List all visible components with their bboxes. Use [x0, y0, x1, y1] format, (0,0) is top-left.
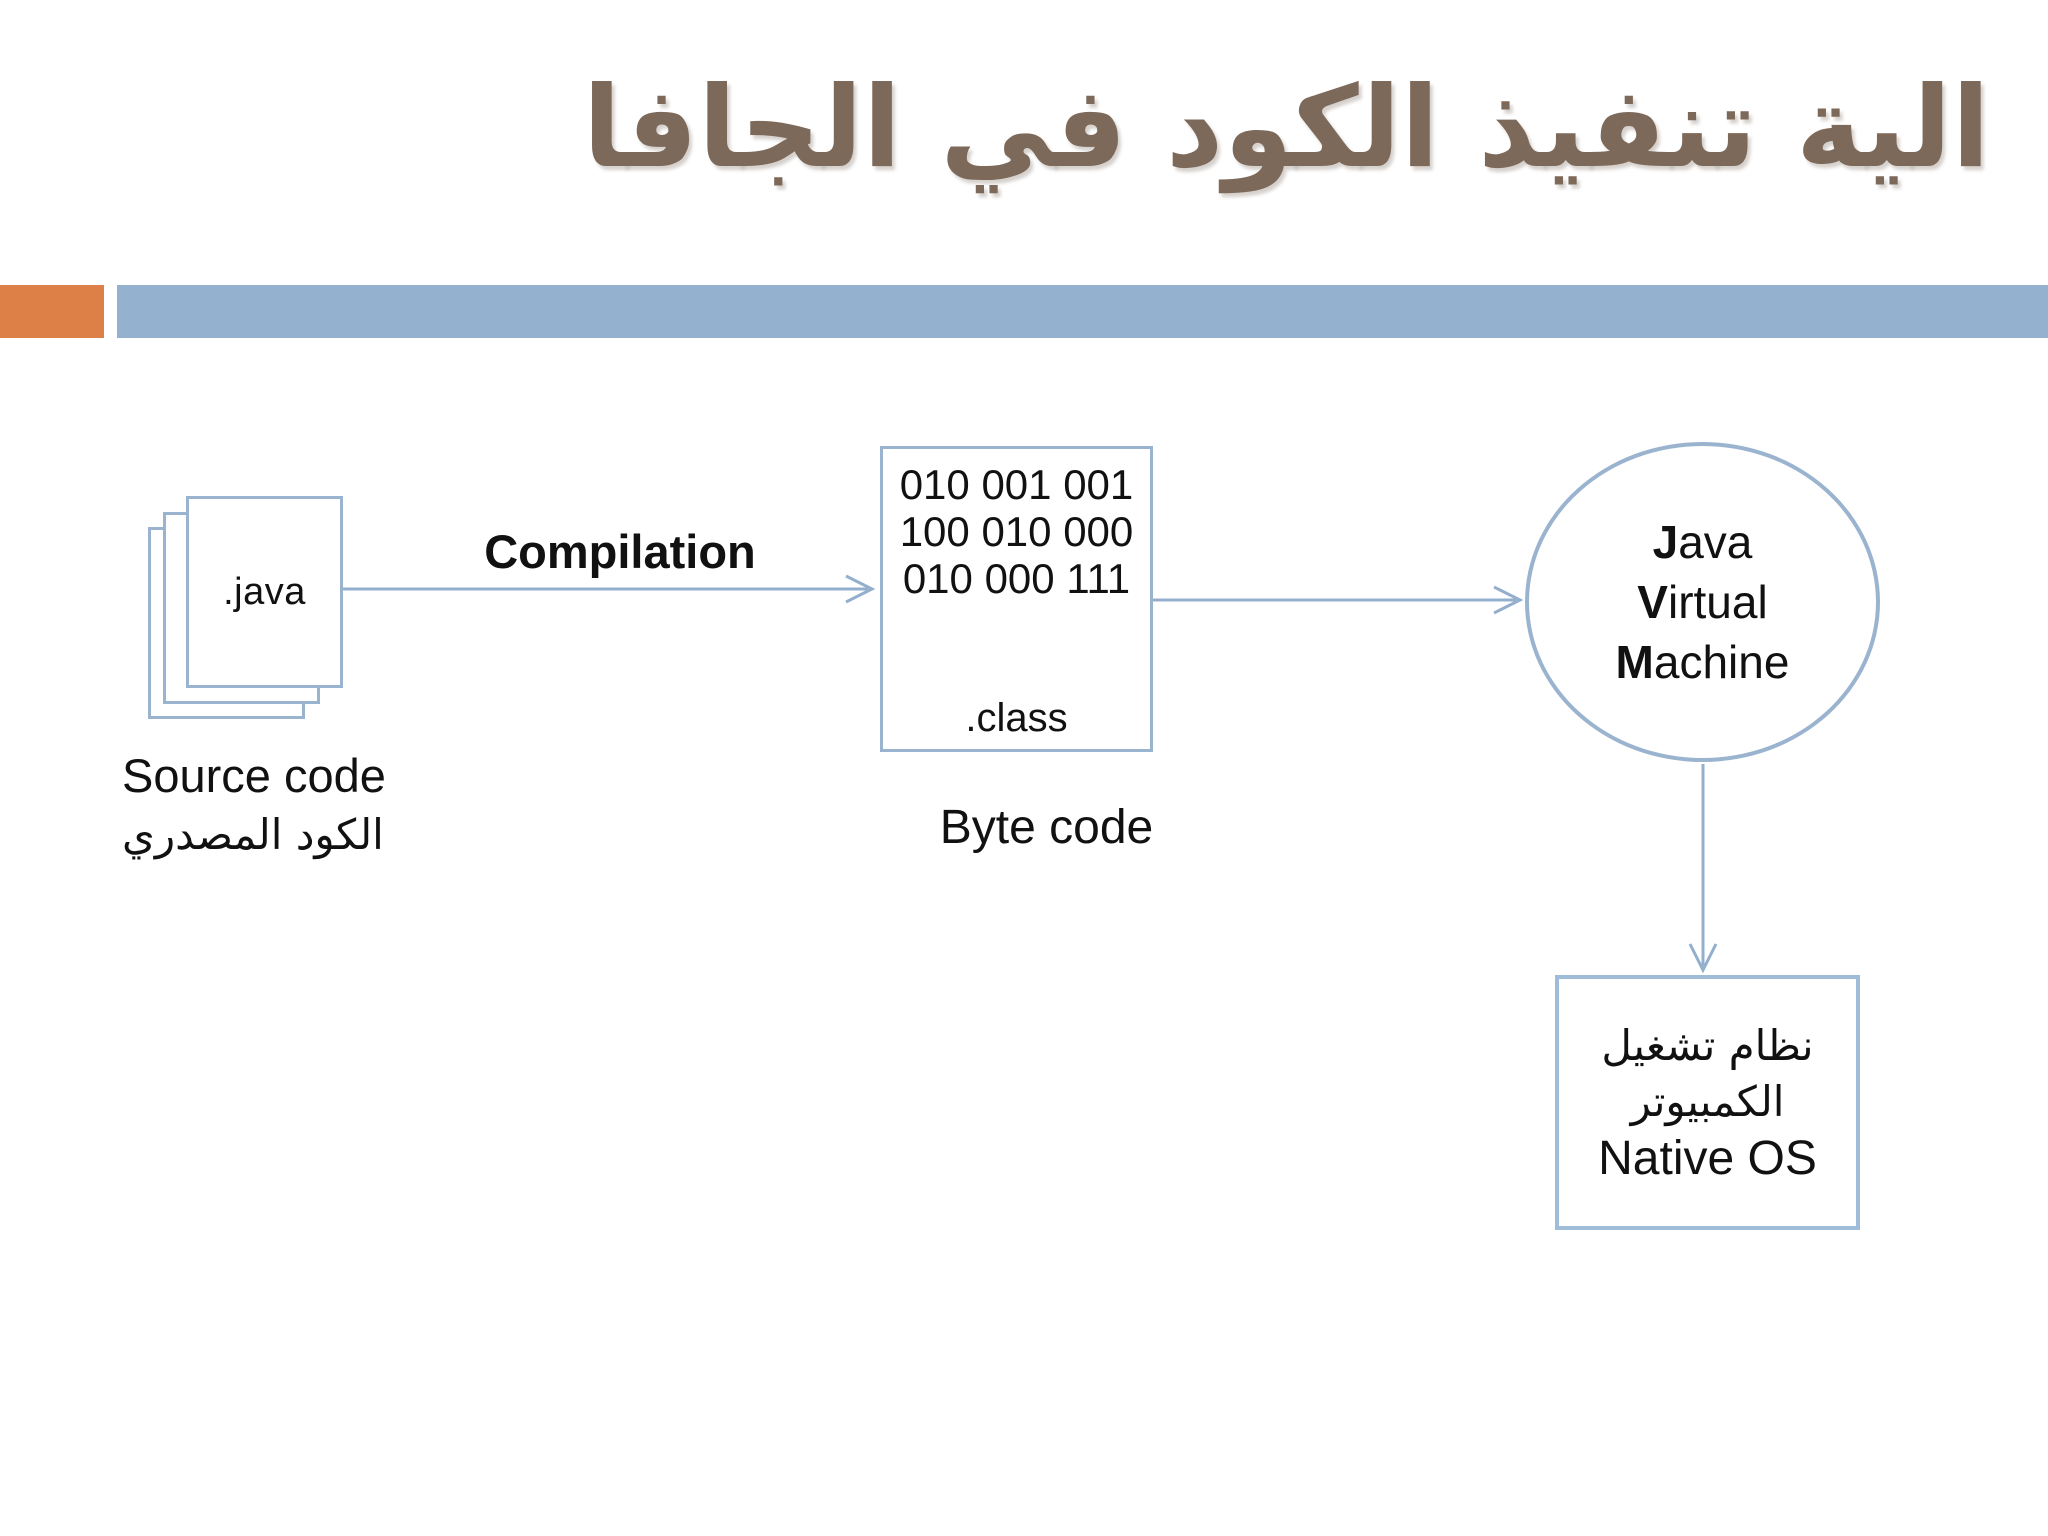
source-doc-front-sheet: .java	[186, 496, 343, 688]
jvm-initial-j: J	[1652, 516, 1679, 568]
source-code-caption: Source code الكود المصدري	[122, 748, 386, 866]
jvm-rest-irtual: irtual	[1667, 576, 1768, 628]
jvm-line-java: Java	[1616, 512, 1790, 572]
class-file-label: .class	[965, 696, 1068, 740]
slide-title: الية تنفيذ الكود في الجافا	[582, 62, 1990, 193]
jvm-label: Java Virtual Machine	[1616, 512, 1790, 692]
jvm-to-nativeos-arrow	[1688, 764, 1718, 974]
accent-bar-orange	[0, 285, 104, 338]
bytecode-box: 010 001 001 100 010 000 010 000 111 .cla…	[880, 446, 1153, 752]
native-os-label-ar-line2: الكمبيوتر	[1630, 1076, 1785, 1126]
jvm-line-machine: Machine	[1616, 632, 1790, 692]
source-code-caption-en: Source code	[122, 749, 386, 802]
jvm-initial-v: V	[1637, 576, 1668, 628]
binary-code-text: 010 001 001 100 010 000 010 000 111	[899, 461, 1134, 602]
jvm-rest-ava: ava	[1678, 516, 1753, 568]
bytecode-to-jvm-arrow	[1153, 585, 1524, 615]
bytecode-caption: Byte code	[939, 801, 1154, 854]
jvm-line-virtual: Virtual	[1616, 572, 1790, 632]
source-code-caption-ar: الكود المصدري	[122, 810, 384, 859]
jvm-rest-achine: achine	[1653, 636, 1790, 688]
native-os-label-en: Native OS	[1598, 1131, 1817, 1185]
accent-bar-blue	[117, 285, 2048, 338]
native-os-box: نظام تشغيل الكمبيوتر Native OS	[1555, 975, 1860, 1230]
native-os-label-ar-line1: نظام تشغيل	[1601, 1020, 1814, 1070]
jvm-ellipse: Java Virtual Machine	[1525, 442, 1880, 762]
java-file-label: .java	[223, 570, 306, 613]
compilation-arrow	[341, 574, 876, 604]
jvm-initial-m: M	[1615, 636, 1654, 688]
compilation-label: Compilation	[484, 525, 756, 578]
